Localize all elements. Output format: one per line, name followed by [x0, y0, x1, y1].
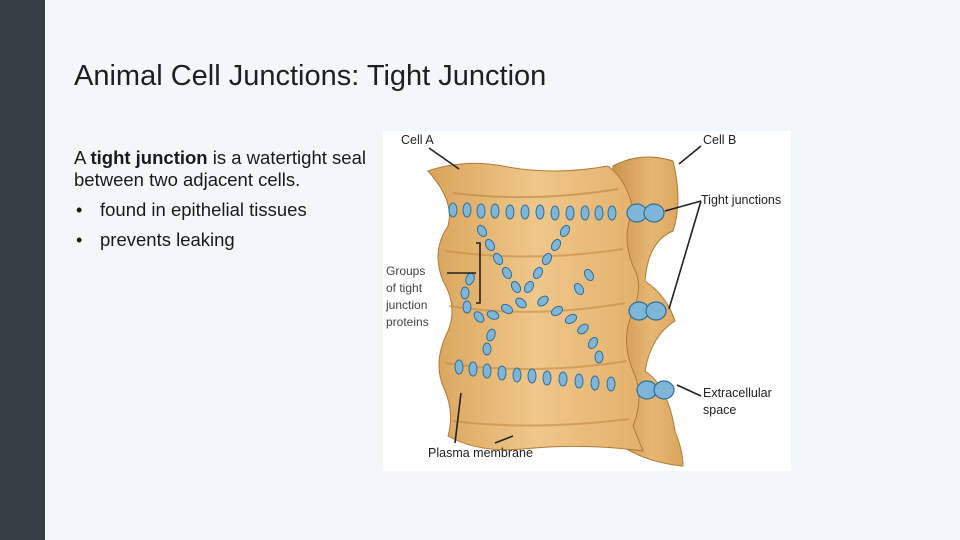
- diagram-svg: Cell A Cell B Tight junctions Groups of …: [385, 133, 781, 467]
- bullet-list: • found in epithelial tissues • prevents l…: [74, 195, 394, 255]
- label-cell-b: Cell B: [703, 133, 736, 147]
- slide-title: Animal Cell Junctions: Tight Junction: [74, 60, 547, 92]
- membrane-fold: [444, 360, 628, 370]
- label-groups-3: junction: [385, 298, 427, 312]
- membrane-fold: [444, 248, 624, 258]
- bullet-text: found in epithelial tissues: [100, 199, 307, 220]
- membrane-fold: [452, 418, 630, 427]
- intro-text-1: A: [74, 147, 91, 168]
- tight-junction-pairs: [626, 203, 675, 400]
- bullet-dot-icon: •: [76, 200, 83, 220]
- bullet-dot-icon: •: [76, 230, 83, 250]
- sidebar-accent: [0, 0, 45, 540]
- intro-bold-term: tight junction: [90, 147, 208, 168]
- intro-text-2: is a watertight seal between two adjacen…: [74, 147, 366, 190]
- bullet-text: prevents leaking: [100, 229, 235, 250]
- leader-lines: [428, 145, 702, 444]
- label-extracellular-1: Extracellular: [703, 386, 772, 400]
- tight-junction-proteins: [448, 202, 617, 392]
- intro-paragraph: A tight junction is a watertight seal be…: [74, 147, 394, 191]
- label-plasma-membrane: Plasma membrane: [428, 446, 533, 460]
- label-groups-4: proteins: [386, 315, 429, 329]
- label-tight-junctions: Tight junctions: [701, 193, 781, 207]
- tight-junction-diagram: Cell A Cell B Tight junctions Groups of …: [383, 131, 791, 471]
- label-groups-1: Groups: [386, 264, 425, 278]
- label-extracellular-2: space: [703, 403, 736, 417]
- bullet-item: • prevents leaking: [74, 225, 394, 255]
- bullet-item: • found in epithelial tissues: [74, 195, 394, 225]
- label-groups-2: of tight: [386, 281, 423, 295]
- membrane-fold: [452, 188, 619, 199]
- label-cell-a: Cell A: [401, 133, 434, 147]
- body-text: A tight junction is a watertight seal be…: [74, 147, 394, 255]
